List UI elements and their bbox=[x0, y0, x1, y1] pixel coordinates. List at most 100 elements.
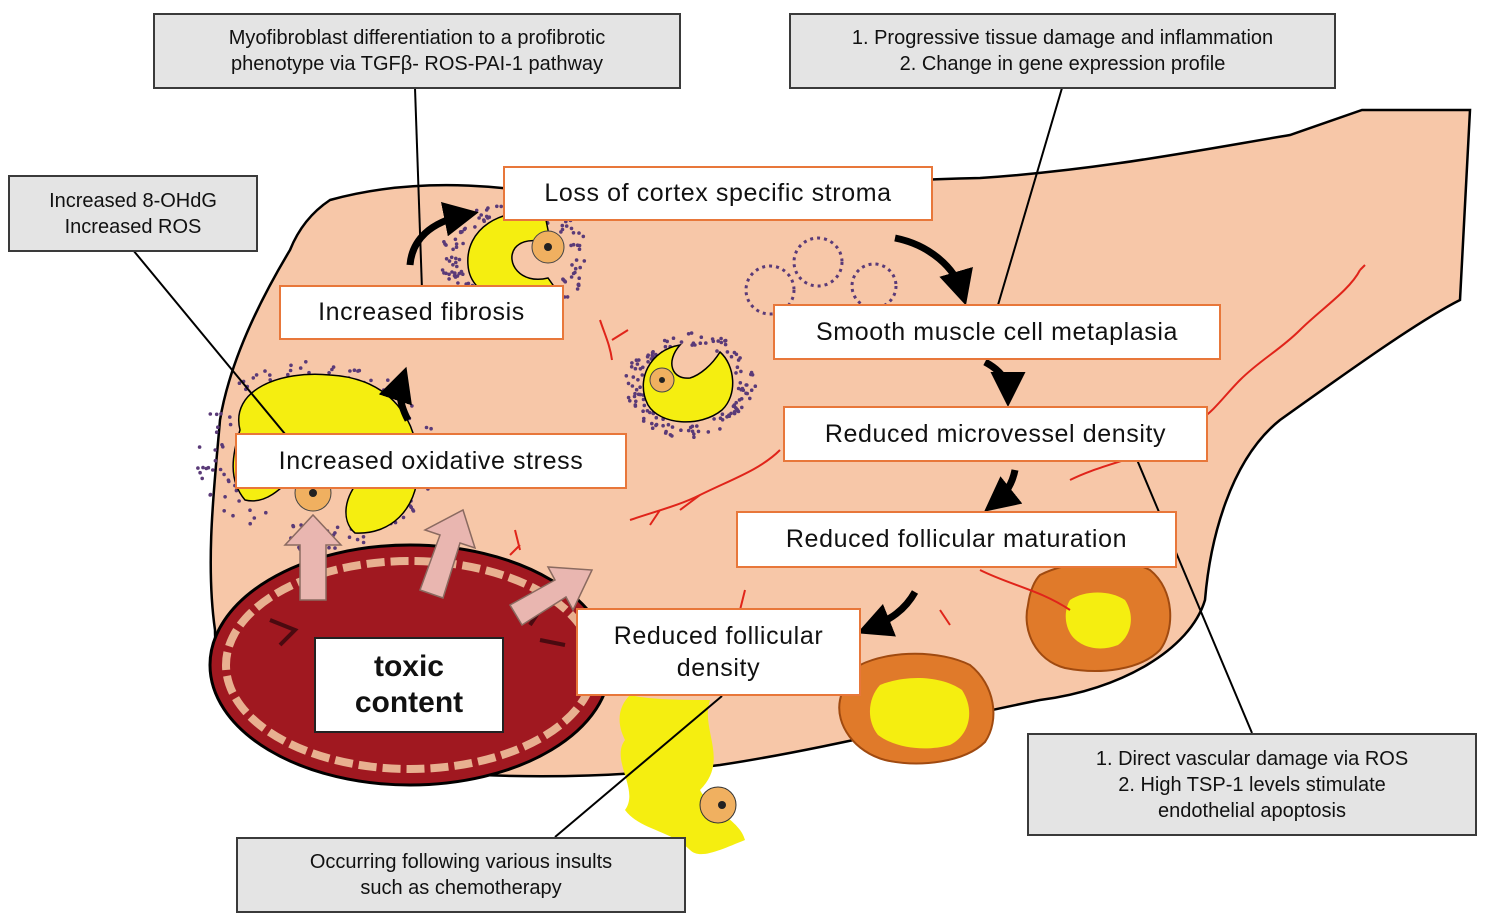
granulosa-dot bbox=[698, 341, 703, 346]
granulosa-dot bbox=[696, 429, 701, 434]
granulosa-dot bbox=[624, 374, 629, 378]
granulosa-dot bbox=[631, 375, 636, 379]
granulosa-dot bbox=[559, 230, 563, 234]
granulosa-dot bbox=[712, 417, 716, 421]
granulosa-dot bbox=[440, 268, 445, 272]
granulosa-dot bbox=[252, 516, 257, 520]
granulosa-dot bbox=[289, 363, 293, 368]
granulosa-dot bbox=[642, 403, 647, 408]
granulosa-dot bbox=[201, 465, 205, 470]
granulosa-dot bbox=[753, 384, 758, 389]
granulosa-dot bbox=[197, 445, 202, 449]
granulosa-dot bbox=[466, 214, 471, 218]
granulosa-dot bbox=[454, 256, 458, 261]
granulosa-dot bbox=[718, 416, 723, 421]
granulosa-dot bbox=[634, 399, 638, 404]
granulosa-dot bbox=[248, 521, 252, 526]
granulosa-dot bbox=[474, 208, 479, 213]
granulosa-dot bbox=[686, 428, 691, 433]
granulosa-dot bbox=[327, 545, 331, 550]
orange-follicle-bottom bbox=[838, 652, 995, 765]
granulosa-dot bbox=[648, 410, 652, 415]
granulosa-dot bbox=[638, 385, 642, 390]
granulosa-dot bbox=[231, 513, 235, 518]
granulosa-dot bbox=[716, 339, 720, 343]
label-increased-oxidative-stress: Increased oxidative stress bbox=[235, 433, 627, 489]
yellow-follicle-top bbox=[467, 212, 565, 304]
granulosa-dot bbox=[666, 422, 671, 427]
granulosa-dot bbox=[361, 540, 366, 545]
callout-lines bbox=[132, 87, 1253, 838]
granulosa-dot bbox=[641, 409, 645, 414]
granulosa-dot bbox=[633, 391, 637, 396]
granulosa-dot bbox=[352, 368, 357, 373]
granulosa-dot bbox=[454, 242, 459, 246]
granulosa-dot bbox=[629, 365, 634, 369]
granulosa-dot bbox=[196, 466, 200, 470]
granulosa-dot bbox=[455, 274, 460, 278]
granulosa-dot bbox=[689, 331, 694, 335]
granulosa-dot bbox=[486, 206, 490, 210]
granulosa-dot bbox=[401, 515, 406, 520]
note-tissue-damage: 1. Progressive tissue damage and inflamm… bbox=[789, 13, 1336, 89]
granulosa-dot bbox=[268, 373, 272, 377]
granulosa-dot bbox=[692, 432, 696, 436]
granulosa-dot bbox=[198, 470, 202, 475]
granulosa-dot bbox=[630, 361, 634, 365]
granulosa-dot bbox=[570, 263, 574, 267]
granulosa-dot bbox=[330, 367, 334, 372]
granulosa-dot bbox=[628, 399, 632, 403]
granulosa-dot bbox=[719, 340, 724, 345]
granulosa-dot bbox=[458, 230, 463, 234]
granulosa-dot bbox=[718, 427, 722, 431]
granulosa-dot bbox=[734, 400, 738, 405]
granulosa-dot bbox=[740, 405, 744, 410]
granulosa-dot bbox=[263, 369, 267, 373]
granulosa-dot bbox=[646, 360, 650, 364]
note-insults: Occurring following various insults such… bbox=[236, 837, 686, 913]
granulosa-dot bbox=[222, 509, 226, 513]
granulosa-dot bbox=[577, 276, 581, 281]
ovulating-follicle bbox=[619, 695, 745, 855]
granulosa-dot bbox=[633, 404, 638, 408]
granulosa-dot bbox=[686, 332, 691, 336]
granulosa-dot bbox=[254, 373, 259, 377]
granulosa-dot bbox=[457, 257, 462, 262]
granulosa-dot bbox=[725, 350, 730, 354]
granulosa-dot bbox=[213, 448, 217, 452]
granulosa-dot bbox=[234, 488, 239, 493]
granulosa-dot bbox=[228, 415, 232, 419]
granulosa-dot bbox=[569, 226, 574, 231]
granulosa-dot bbox=[641, 397, 646, 402]
granulosa-dot bbox=[577, 243, 582, 248]
granulosa-dot bbox=[735, 365, 740, 370]
granulosa-dot bbox=[630, 384, 635, 388]
granulosa-dot bbox=[706, 430, 711, 434]
granulosa-dot bbox=[636, 392, 641, 397]
granulosa-dot bbox=[575, 287, 580, 291]
granulosa-dot bbox=[462, 227, 467, 232]
granulosa-dot bbox=[214, 430, 219, 435]
note-8ohdg-ros: Increased 8-OHdG Increased ROS bbox=[8, 175, 258, 252]
label-reduced-follicular-density: Reduced follicular density bbox=[576, 608, 861, 696]
granulosa-dot bbox=[574, 258, 579, 262]
granulosa-dot bbox=[455, 264, 459, 269]
granulosa-dot bbox=[564, 224, 569, 228]
granulosa-dot bbox=[451, 247, 455, 252]
granulosa-dot bbox=[288, 368, 293, 373]
granulosa-dot bbox=[251, 376, 256, 380]
granulosa-dot bbox=[223, 495, 227, 499]
granulosa-dot bbox=[479, 213, 484, 217]
yellow-follicle-middle bbox=[642, 343, 734, 423]
label-increased-fibrosis: Increased fibrosis bbox=[279, 285, 564, 340]
granulosa-dot bbox=[626, 381, 631, 386]
granulosa-dot bbox=[264, 510, 268, 515]
granulosa-dot bbox=[738, 381, 743, 385]
granulosa-dot bbox=[298, 366, 303, 370]
label-loss-of-cortex-stroma: Loss of cortex specific stroma bbox=[503, 166, 933, 221]
granulosa-dot bbox=[704, 341, 708, 345]
granulosa-dot bbox=[734, 371, 738, 375]
granulosa-dot bbox=[577, 231, 581, 235]
label-reduced-follicular-maturation: Reduced follicular maturation bbox=[736, 511, 1177, 568]
